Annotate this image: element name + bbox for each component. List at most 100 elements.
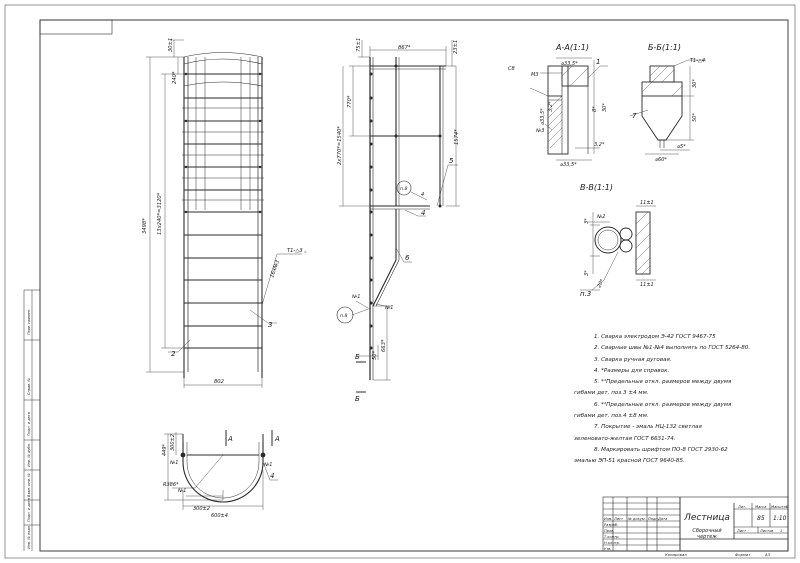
note-4: 4. *Размеры для справок. bbox=[594, 367, 670, 374]
weld-n1-a: №1 bbox=[351, 294, 360, 300]
tb-role-5: Утв. bbox=[604, 547, 612, 551]
inner-frame bbox=[39, 19, 789, 552]
note-8: 8. Маркировать шрифтом ПО-8 ГОСТ 2930-62 bbox=[594, 446, 728, 453]
tb-copied: Копировал bbox=[665, 552, 687, 557]
bb-weld: Т1-△4 bbox=[690, 58, 705, 64]
side-stamp-4: Инв. № дубл. bbox=[27, 443, 31, 467]
aa-dim-8: 8* bbox=[592, 106, 598, 112]
side-stamp bbox=[23, 289, 40, 551]
tb-row-data: Дата bbox=[657, 517, 667, 521]
note-6-cont: гибами дет. поз.4 ±8 мм. bbox=[574, 413, 649, 420]
bb-dim-30: 30* bbox=[692, 79, 698, 88]
section-bb bbox=[629, 59, 706, 155]
bb-d60: ⌀60* bbox=[655, 157, 667, 163]
bb-pos-7: 7 bbox=[632, 112, 637, 120]
tb-col-mass: Масса bbox=[755, 505, 766, 509]
dim-side-total: 2х770*=1540* bbox=[337, 126, 343, 165]
pos-4-side: 4 bbox=[421, 209, 425, 217]
weld-label-front: Т1-△3 ⌞ bbox=[287, 248, 307, 254]
tb-row-izm: Изм. bbox=[604, 517, 612, 521]
pos-2: 2 bbox=[171, 350, 176, 358]
pos-3: 3 bbox=[268, 321, 272, 329]
n1-plan-b: №1 bbox=[263, 462, 272, 468]
note-5-cont: гибами дет. поз.3 ±4 мм. bbox=[574, 390, 649, 397]
note-6: 6. *²Предельные откл. размеров между дву… bbox=[594, 401, 732, 408]
vv-p3: п.3 bbox=[580, 290, 591, 298]
vv-dim-3b: 3* bbox=[584, 270, 590, 276]
pos-5: 5 bbox=[449, 157, 454, 165]
note-7-cont: зеленовато-желтая ГОСТ 6631-74. bbox=[574, 435, 676, 442]
section-aa bbox=[529, 57, 608, 161]
note-2: 2. Сварные швы №1-№4 выполнять по ГОСТ 5… bbox=[594, 345, 751, 352]
note-8-cont: эмалью ЭП-51 красной ГОСТ 9640-85. bbox=[574, 458, 685, 465]
note-5: 5. *¹Предельные откл. размеров между дву… bbox=[594, 379, 732, 386]
weld-mark-front: 16х№3 bbox=[269, 259, 281, 278]
top-left-box bbox=[39, 19, 113, 35]
side-stamp-7: Инв. № подл. bbox=[27, 525, 31, 549]
dim-top-width: 867* bbox=[398, 45, 411, 51]
side-stamp-3: Подп. и дата bbox=[27, 412, 31, 436]
title-block-frame bbox=[602, 496, 789, 552]
dim-770: 770* bbox=[347, 95, 353, 108]
weld-p8-side: п.8 bbox=[400, 186, 407, 192]
dim-1574: 1574* bbox=[454, 129, 460, 145]
tb-mass: 85 bbox=[757, 515, 765, 522]
cut-b-top: Б bbox=[355, 353, 360, 361]
aa-d-top: ⌀33,5* bbox=[561, 61, 578, 67]
bb-dim-50: 50* bbox=[692, 113, 698, 122]
aa-dim-32b: 3,2* bbox=[594, 142, 605, 148]
dim-first-gap: 240* bbox=[172, 71, 178, 84]
section-vv bbox=[580, 205, 656, 291]
note-7: 7. Покрытие - эмаль НЦ-132 светлая bbox=[594, 424, 702, 431]
tb-format-value: А3 bbox=[764, 552, 771, 557]
dim-top-offset: 75±1 bbox=[356, 38, 362, 52]
pos-4-plan: 4 bbox=[270, 472, 274, 480]
weld-p8-lower: п.8 bbox=[340, 313, 347, 319]
tb-role-2: Пров. bbox=[604, 529, 614, 533]
cut-b-bottom: Б bbox=[355, 395, 360, 403]
dim-449: 449* bbox=[162, 443, 168, 456]
vv-n2: №2 bbox=[596, 214, 605, 220]
dim-600: 600±4 bbox=[211, 513, 228, 519]
aa-dim-30: 30* bbox=[602, 103, 608, 112]
outer-frame bbox=[4, 4, 796, 559]
tb-row-list: Лист bbox=[613, 517, 624, 521]
dim-total-height: 3498* bbox=[142, 218, 148, 234]
tb-role-4: Н.контр. bbox=[604, 541, 620, 545]
section-aa-title: А-А(1:1) bbox=[555, 43, 589, 52]
dim-663: 663* bbox=[381, 339, 387, 352]
front-view bbox=[146, 39, 302, 388]
pos-6: 6 bbox=[405, 254, 410, 262]
note-3: 3. Сварка ручная дуговая. bbox=[594, 356, 672, 363]
aa-weld-n3: №3 bbox=[535, 128, 544, 134]
tb-format: Формат bbox=[735, 552, 751, 557]
section-vv-title: В-В(1:1) bbox=[580, 183, 613, 192]
side-stamp-1: Перв. примен. bbox=[27, 309, 31, 335]
bb-d5: ⌀5* bbox=[677, 144, 686, 150]
aa-d-left: ⌀33,5* bbox=[540, 108, 546, 125]
note-1: 1. Сварка электродом Э-42 ГОСТ 9467-75 bbox=[594, 334, 716, 340]
n1-plan-c: №1 bbox=[177, 488, 186, 494]
title-block-subtitle: Сборочный чертеж bbox=[692, 528, 722, 540]
dim-50: 50* bbox=[372, 350, 378, 360]
vv-dim-20: 20* bbox=[596, 278, 605, 289]
aa-weld-m3: М3 bbox=[531, 72, 539, 78]
side-view bbox=[336, 40, 460, 393]
tb-sheet: Лист bbox=[736, 529, 747, 533]
tb-row-podp: Подп. bbox=[648, 517, 659, 521]
aa-pos-1: 1 bbox=[596, 58, 600, 66]
section-bb-title: Б-Б(1:1) bbox=[648, 43, 681, 52]
tb-col-lit: Лит. bbox=[737, 505, 746, 509]
dim-top-gap: 30±1 bbox=[168, 38, 174, 52]
tb-sheets-count: 1 bbox=[780, 529, 782, 533]
vv-dim-11a: 11±1 bbox=[640, 200, 654, 206]
dim-width: 802 bbox=[214, 379, 224, 385]
dim-300b: 300±2 bbox=[193, 506, 210, 512]
title-block-title: Лестница bbox=[684, 513, 730, 523]
tb-role-3: Т.контр. bbox=[604, 535, 620, 539]
tb-row-doc: № докум. bbox=[627, 517, 646, 521]
vv-dim-3: 3* bbox=[584, 218, 590, 224]
tb-scale: 1:10 bbox=[773, 515, 787, 522]
pos-4b-side: 4 bbox=[421, 192, 424, 198]
